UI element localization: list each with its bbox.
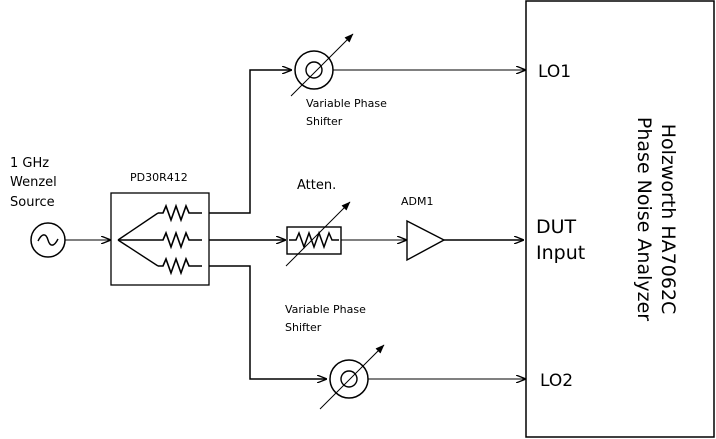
amplifier-label: ADM1 <box>401 195 433 208</box>
phase-noise-analyzer-box <box>525 0 715 438</box>
attenuator-label: Atten. <box>297 178 336 193</box>
phase-shifter-top-label-line2: Shifter <box>306 115 343 128</box>
phase-shifter-bottom <box>319 344 385 410</box>
phase-shifter-top <box>290 33 354 97</box>
analyzer-title-line1: Holzworth HA7062C <box>657 124 679 315</box>
source-label-line3: Source <box>10 195 55 210</box>
phase-shifter-bottom-label-line1: Variable Phase <box>285 303 366 316</box>
port-dut-label: DUT <box>536 216 577 238</box>
phase-shifter-bottom-label-line2: Shifter <box>285 321 322 334</box>
source-label-line1: 1 GHz <box>10 156 49 171</box>
port-input-label: Input <box>536 242 585 264</box>
analyzer-title: Holzworth HA7062C Phase Noise Analyzer <box>633 117 679 321</box>
amplifier-triangle <box>406 219 446 262</box>
power-splitter <box>110 192 210 286</box>
phase-shifter-top-label-line1: Variable Phase <box>306 97 387 110</box>
wenzel-source <box>30 222 66 258</box>
variable-attenuator <box>285 201 351 267</box>
source-label-line2: Wenzel <box>10 175 57 190</box>
port-lo2-label: LO2 <box>540 371 573 391</box>
splitter-to-bottom-shifter-line <box>209 265 326 379</box>
port-lo1-label: LO1 <box>538 62 571 82</box>
splitter-to-top-shifter-line <box>209 70 291 214</box>
analyzer-title-line2: Phase Noise Analyzer <box>633 117 655 321</box>
splitter-label: PD30R412 <box>130 171 188 184</box>
